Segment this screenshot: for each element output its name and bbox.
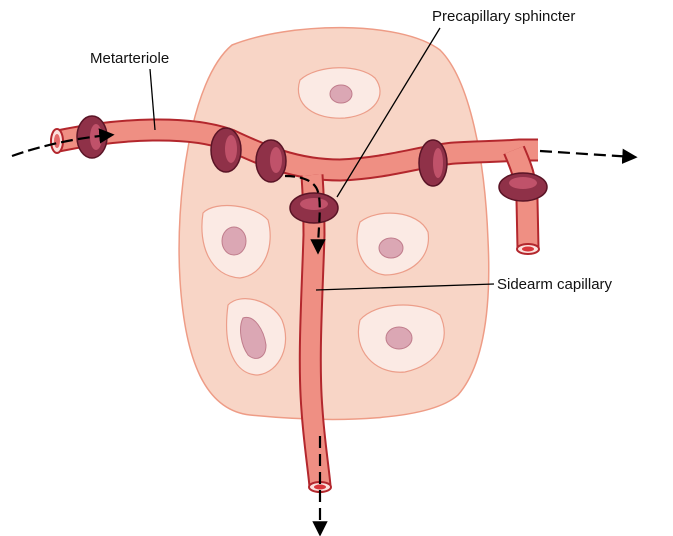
sphincter-ring	[256, 140, 286, 182]
sphincter-ring	[77, 116, 107, 158]
tissue-cell	[298, 68, 380, 118]
precapillary-sphincter-ring	[290, 193, 338, 223]
metarteriole-label: Metarteriole	[90, 50, 169, 67]
outflow-arrow-right	[540, 151, 633, 157]
sidearm-capillary-label: Sidearm capillary	[497, 276, 613, 293]
sphincter-ring	[211, 128, 241, 172]
sphincter-ring	[419, 140, 447, 186]
sphincter-ring	[499, 173, 547, 201]
precapillary-sphincter-label: Precapillary sphincter	[432, 8, 575, 25]
